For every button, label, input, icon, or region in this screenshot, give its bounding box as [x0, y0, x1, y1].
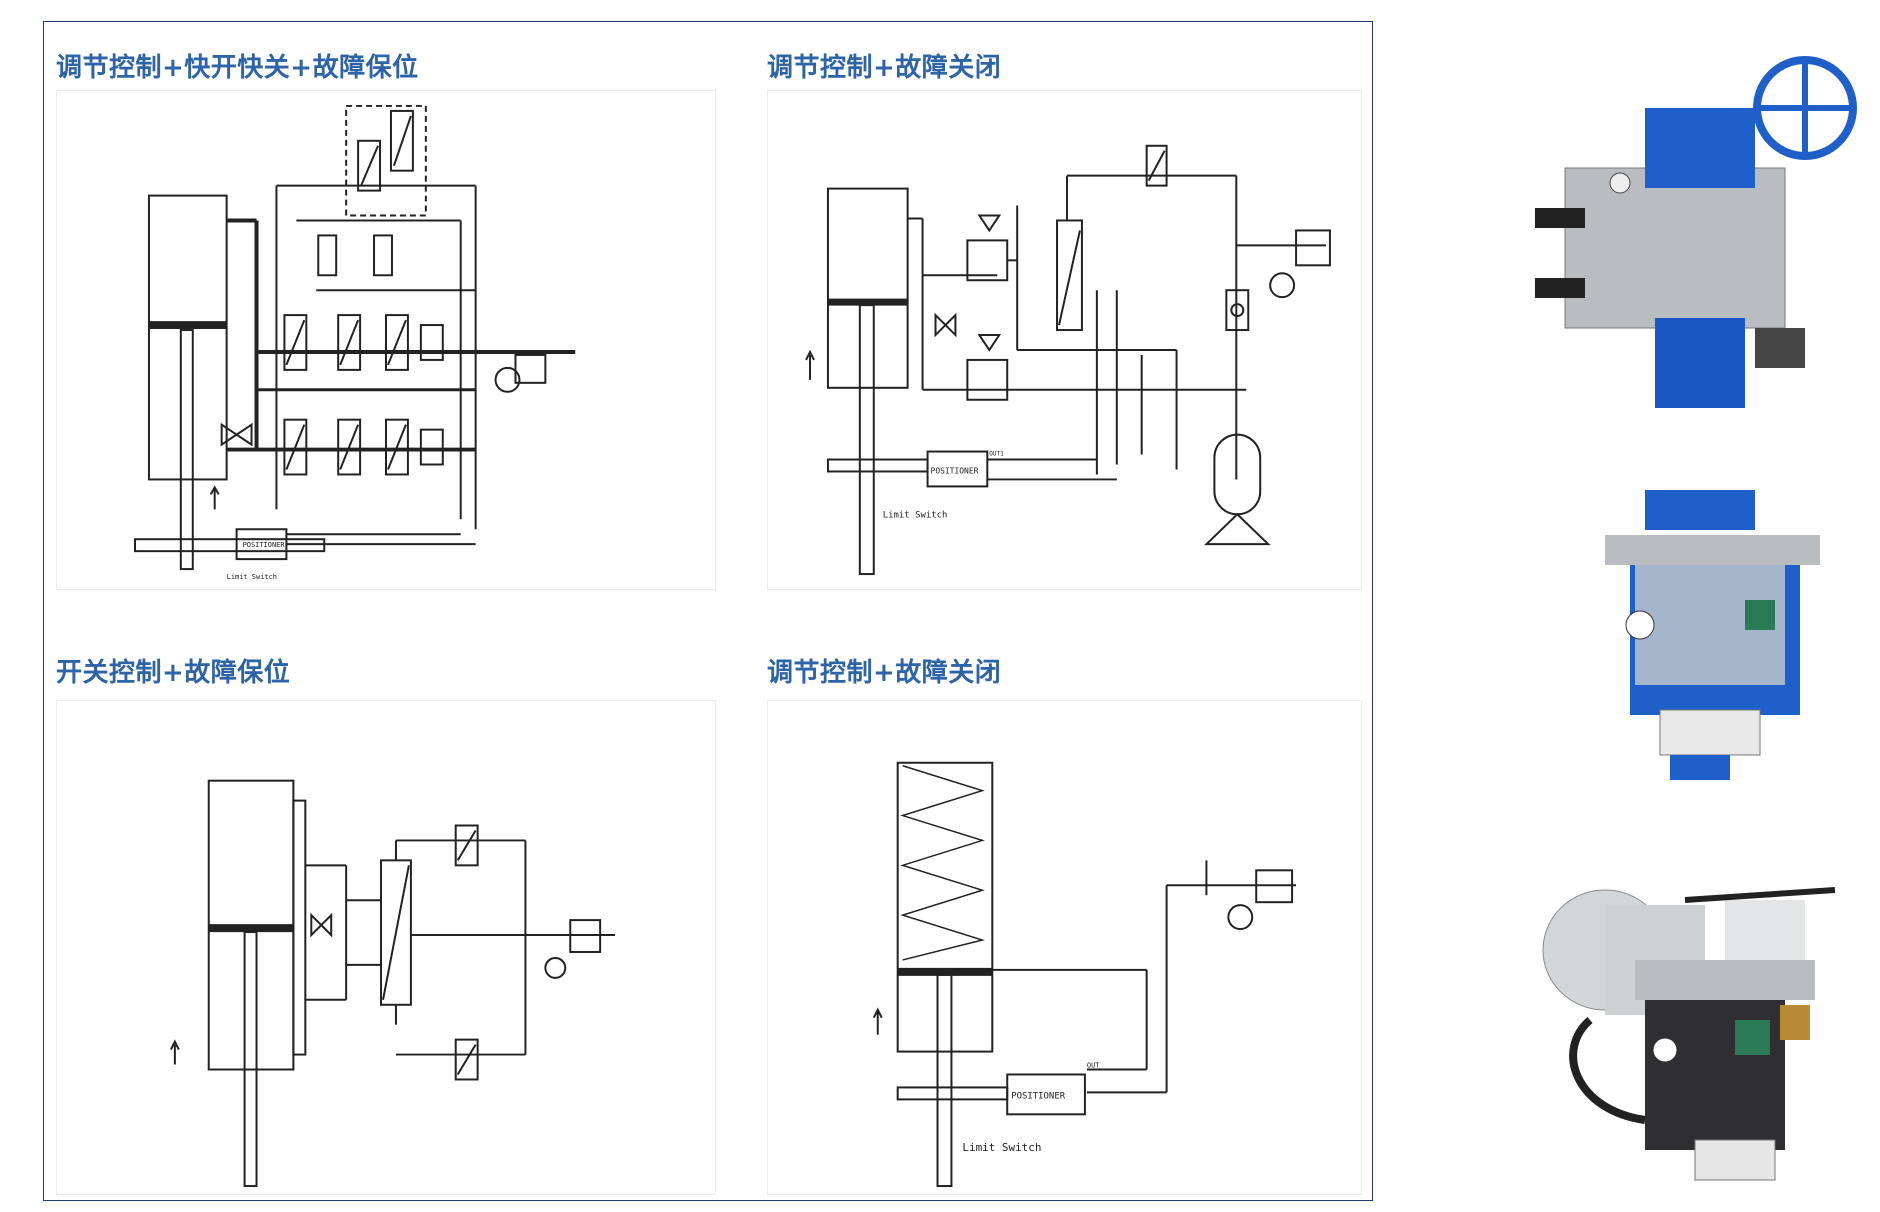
panel-title-3: 开关控制+故障保位 — [56, 658, 291, 688]
positioner-label-1: POSITIONER — [243, 541, 286, 549]
schematic-diagram-1: POSITIONER Limit Switch — [56, 90, 716, 590]
out-label-4: OUT — [1087, 1062, 1100, 1070]
positioner-label-2: POSITIONER — [931, 466, 979, 475]
schematic-diagram-4: POSITIONER OUT Limit Switch — [767, 700, 1362, 1195]
panel-title-4: 调节控制+故障关闭 — [767, 658, 1002, 688]
schematic-diagram-3 — [56, 700, 716, 1195]
limit-switch-label-2: Limit Switch — [883, 510, 948, 520]
panel-title-1: 调节控制+快开快关+故障保位 — [56, 53, 419, 83]
actuator-photo-3 — [1535, 880, 1845, 1190]
panel-title-2: 调节控制+故障关闭 — [767, 53, 1002, 83]
limit-switch-label-1: Limit Switch — [227, 573, 277, 581]
actuator-photo-2 — [1585, 440, 1840, 785]
out-label-2: OUT1 — [989, 451, 1004, 458]
positioner-label-4: POSITIONER — [1011, 1091, 1066, 1101]
schematic-diagram-2: POSITIONER OUT1 Limit Switch — [767, 90, 1362, 590]
actuator-photo-1 — [1525, 18, 1860, 418]
limit-switch-label-4: Limit Switch — [962, 1141, 1041, 1154]
